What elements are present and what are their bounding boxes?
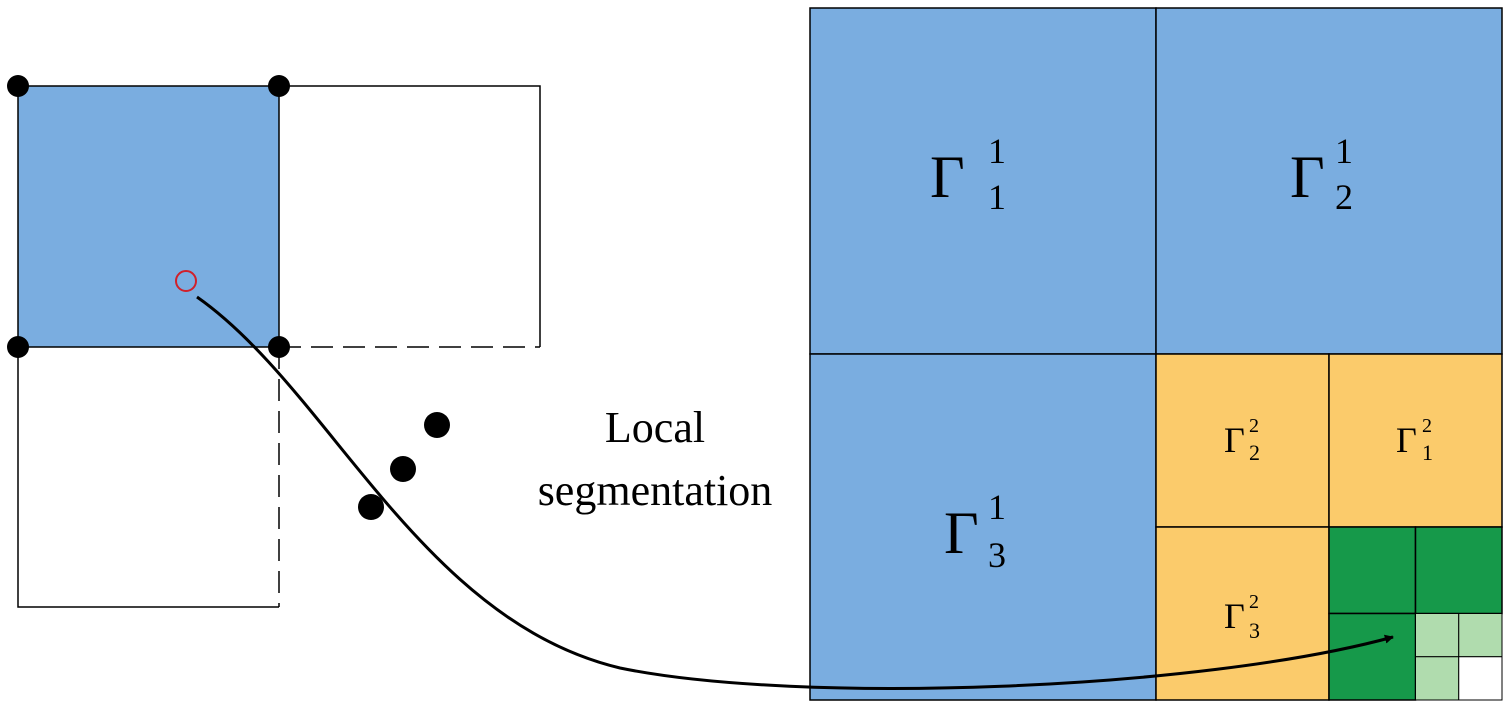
label-sup: 1	[988, 487, 1006, 527]
level3-cell	[1328, 526, 1417, 615]
ellipsis-dot	[358, 494, 384, 520]
label-base: Γ	[1224, 596, 1245, 636]
label-sup: 1	[988, 131, 1006, 171]
label-sup: 1	[1335, 131, 1353, 171]
cell-nodes	[7, 75, 290, 358]
active-cell	[17, 85, 280, 348]
label-base: Γ	[1396, 420, 1417, 460]
region-gamma-1-1	[809, 7, 1157, 355]
label-sub: 1	[1422, 440, 1433, 465]
label-base: Γ	[944, 500, 979, 566]
level4-cell	[1415, 613, 1460, 658]
label-sub: 2	[1249, 440, 1260, 465]
label-sub: 2	[1335, 177, 1353, 217]
caption-line-2: segmentation	[538, 466, 773, 515]
node-top-left	[7, 75, 29, 97]
level4-cell-empty	[1458, 656, 1503, 701]
level3-cell	[1328, 612, 1417, 701]
node-bottom-right	[268, 336, 290, 358]
right-neighbour-cell-solid-edges	[279, 85, 541, 347]
label-base: Γ	[1224, 420, 1245, 460]
label-sub: 3	[1249, 618, 1260, 643]
mesh-cells	[17, 85, 541, 608]
label-sup: 2	[1249, 591, 1259, 613]
quadtree	[809, 7, 1503, 701]
caption-line-1: Local	[605, 403, 705, 452]
label-base: Γ	[930, 144, 965, 210]
label-sup: 2	[1422, 415, 1432, 437]
region-gamma-1-2	[1155, 7, 1503, 355]
region-gamma-2-2	[1155, 353, 1330, 528]
label-sub: 3	[988, 535, 1006, 575]
ellipsis-dot	[424, 412, 450, 438]
ellipsis-dots	[358, 412, 450, 520]
level3-cell	[1414, 526, 1503, 615]
label-base: Γ	[1290, 144, 1325, 210]
bottom-neighbour-cell-solid-edges	[17, 347, 279, 608]
region-gamma-1-3	[809, 353, 1157, 701]
label-sup: 2	[1249, 415, 1259, 437]
ellipsis-dot	[390, 456, 416, 482]
node-bottom-left	[7, 336, 29, 358]
sample-point	[175, 270, 197, 292]
node-top-right	[268, 75, 290, 97]
label-sub: 1	[988, 177, 1006, 217]
level4-cell	[1415, 656, 1460, 701]
level4-cell	[1458, 613, 1503, 658]
mapping-arrow	[196, 295, 1394, 690]
region-gamma-2-3	[1155, 526, 1330, 701]
